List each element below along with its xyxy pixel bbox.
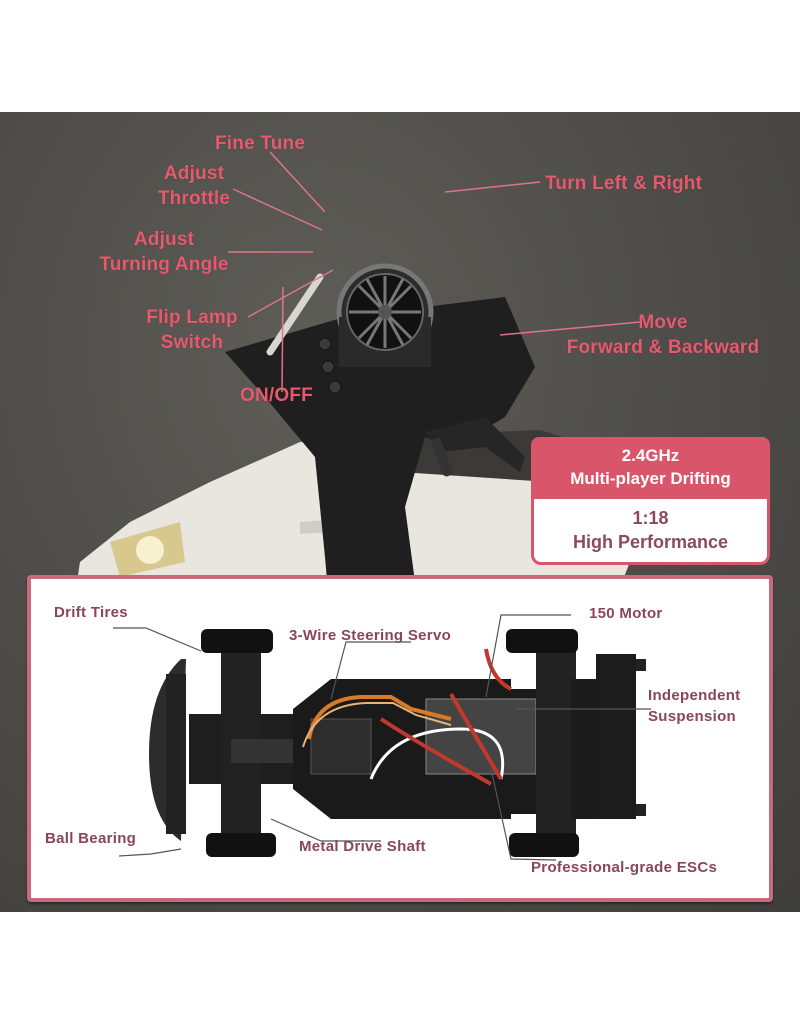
label-independent-suspension-line1: Independent (648, 687, 741, 704)
remote-transmitter (225, 257, 545, 677)
callout-on-off: ON/OFF (240, 385, 313, 406)
label-drift-tires: Drift Tires (54, 604, 128, 621)
callout-adjust-throttle-line2: Throttle (157, 188, 231, 209)
label-metal-drive-shaft: Metal Drive Shaft (299, 838, 426, 855)
callout-move-line1: Move (638, 312, 688, 333)
badge-scale-line2: High Performance (572, 532, 729, 552)
badge-scale: 1:18 High Performance (531, 499, 770, 565)
callout-move-line2: Forward & Backward (566, 337, 760, 358)
callout-turn-left-right: Turn Left & Right (545, 173, 703, 194)
badge-scale-line1: 1:18 (632, 508, 669, 528)
chassis-diagram-panel: Drift Tires 3-Wire Steering Servo 150 Mo… (27, 575, 773, 902)
label-ball-bearing: Ball Bearing (45, 830, 137, 847)
badge-2-4ghz-line2: Multi-player Drifting (570, 469, 731, 488)
callout-adjust-turning-line2: Turning Angle (99, 254, 229, 275)
transmitter-illustration (225, 263, 535, 672)
callout-fine-tune: Fine Tune (215, 133, 306, 154)
label-150-motor: 150 Motor (589, 605, 663, 622)
callout-adjust-throttle-line1: Adjust (163, 163, 225, 184)
steering-wheel (336, 263, 434, 367)
badge-2-4ghz-line1: 2.4GHz (621, 446, 680, 465)
callout-flip-lamp-line1: Flip Lamp (146, 307, 238, 328)
label-independent-suspension-line2: Suspension (648, 708, 737, 725)
chassis-illustration (113, 614, 651, 861)
label-professional-escs: Professional-grade ESCs (531, 859, 718, 876)
callout-flip-lamp-line2: Switch (160, 332, 224, 353)
label-steering-servo: 3-Wire Steering Servo (289, 627, 452, 644)
badge-2-4ghz: 2.4GHz Multi-player Drifting (531, 437, 770, 499)
callout-adjust-turning-line1: Adjust (133, 229, 195, 250)
